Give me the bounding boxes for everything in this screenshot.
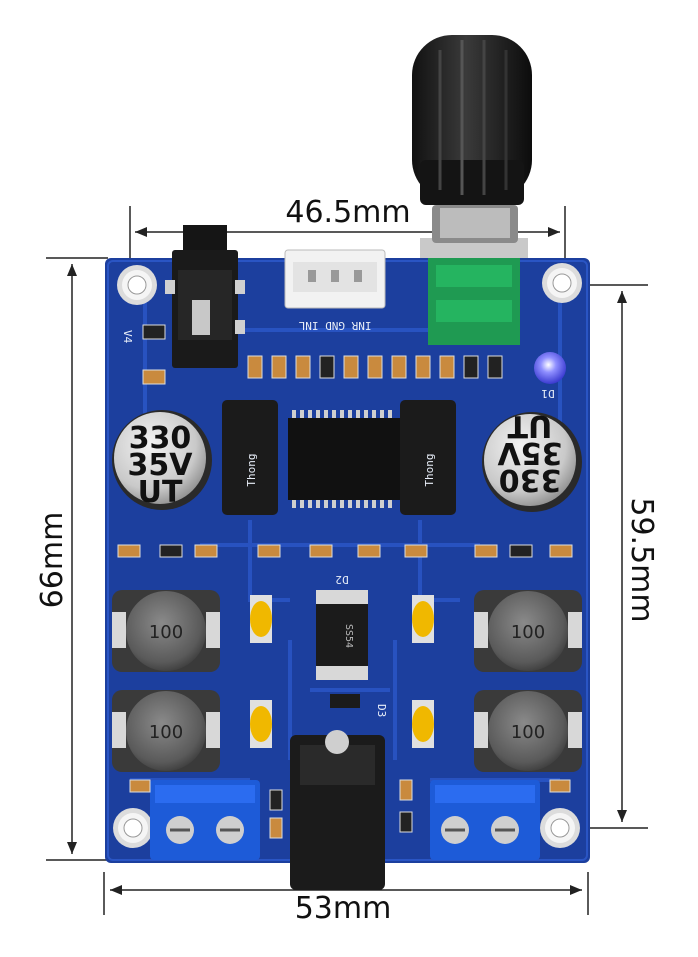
- board-version-label: V4: [121, 330, 134, 344]
- dimension-left-label: 66mm: [35, 512, 70, 609]
- cap-left-brand: UT: [138, 475, 183, 510]
- dimension-top-label: 46.5mm: [285, 195, 410, 230]
- d3-diode: [330, 694, 360, 708]
- film-cap-right: Thong: [400, 400, 456, 515]
- film-cap-left: Thong: [222, 400, 278, 515]
- speaker-terminal-left[interactable]: [150, 780, 260, 860]
- inductor-top-left: 100: [112, 590, 220, 672]
- inductor-bottom-right: 100: [474, 690, 582, 772]
- smd-row-middle: [117, 544, 573, 558]
- d2-label: D2: [335, 573, 348, 586]
- cap-right-brand: UT: [507, 408, 552, 443]
- schottky-diode: SS54: [316, 590, 368, 680]
- mounting-hole-bottom-left: [113, 808, 153, 848]
- smd-row-top: [142, 324, 503, 385]
- mounting-hole-top-left: [117, 265, 157, 305]
- inductor-top-right: 100: [474, 590, 582, 672]
- inductor-bottom-left-value: 100: [149, 722, 183, 743]
- input-connector: [284, 249, 386, 309]
- smd-row-bottom: [129, 779, 571, 839]
- amplifier-ic: [288, 410, 400, 508]
- film-cap-left-label: Thong: [245, 453, 258, 486]
- connector-label: INR GND INL: [298, 319, 371, 332]
- cap-left-voltage: 35V: [128, 448, 194, 483]
- dimension-left: 66mm: [35, 257, 108, 861]
- tantalum-caps: [250, 595, 434, 748]
- d1-label: D1: [541, 387, 554, 400]
- knob-icon[interactable]: [412, 35, 532, 205]
- cap-right-voltage: 35V: [497, 435, 563, 470]
- power-led: [534, 352, 566, 384]
- inductor-bottom-left: 100: [112, 690, 220, 772]
- dc-power-jack: [290, 730, 385, 890]
- dimension-bottom-label: 53mm: [295, 891, 392, 926]
- inductor-top-left-value: 100: [149, 622, 183, 643]
- audio-jack: [165, 225, 245, 368]
- dimension-right: 59.5mm: [570, 284, 659, 829]
- speaker-terminal-right[interactable]: [430, 780, 540, 860]
- volume-potentiometer[interactable]: [412, 35, 532, 345]
- dimension-right-label: 59.5mm: [624, 497, 659, 622]
- d3-label: D3: [375, 704, 388, 717]
- electrolytic-cap-right: 330 35V UT: [482, 408, 582, 512]
- cap-right-value: 330: [499, 462, 562, 497]
- cap-left-value: 330: [129, 421, 192, 456]
- inductor-top-right-value: 100: [511, 622, 545, 643]
- electrolytic-cap-left: 330 35V UT: [112, 410, 212, 510]
- mounting-hole-top-right: [542, 263, 582, 303]
- film-cap-right-label: Thong: [423, 453, 436, 486]
- mounting-hole-bottom-right: [540, 808, 580, 848]
- dimension-bottom: 53mm: [103, 872, 589, 926]
- schottky-part-label: SS54: [343, 624, 354, 648]
- inductor-bottom-right-value: 100: [511, 722, 545, 743]
